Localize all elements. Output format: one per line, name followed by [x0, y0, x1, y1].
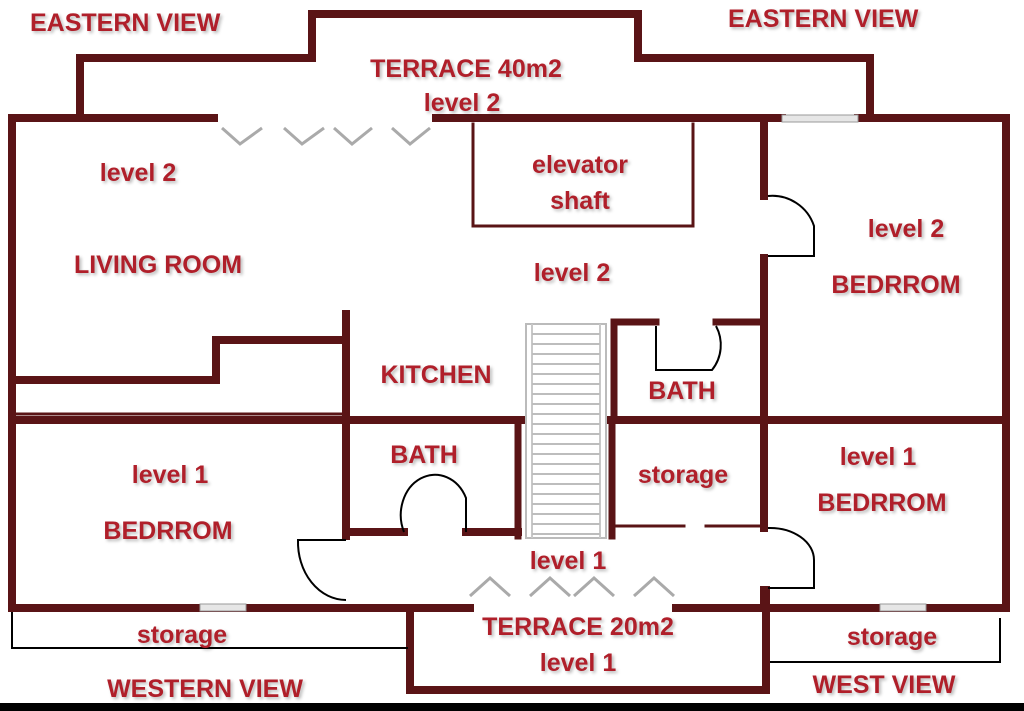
storage-left-outline	[11, 612, 408, 649]
folding-door-top[interactable]	[221, 126, 263, 146]
window-icon	[781, 114, 859, 123]
label-bedroom-left-level: level 1	[131, 461, 209, 489]
wall-elevator-shaft	[471, 122, 695, 228]
label-terrace-bottom: TERRACE 20m2	[482, 613, 674, 641]
door-swing-icon[interactable]	[399, 473, 467, 533]
label-storage-left: storage	[136, 621, 228, 649]
folding-door-bottom[interactable]	[632, 575, 676, 598]
label-terrace-bottom-level: level 1	[539, 649, 617, 677]
label-living-level: level 2	[99, 159, 177, 187]
label-western-view: WESTERN VIEW	[107, 675, 303, 703]
wall-living-step	[8, 336, 348, 384]
label-west-view: WEST VIEW	[812, 671, 956, 699]
label-bedroom-right-level: level 1	[839, 443, 917, 471]
folding-door-top[interactable]	[333, 126, 373, 146]
door-swing-icon[interactable]	[767, 526, 816, 589]
stairs-icon	[525, 323, 607, 539]
bottom-bar	[0, 703, 1024, 711]
door-swing-icon[interactable]	[767, 194, 815, 257]
folding-door-bottom[interactable]	[572, 575, 616, 598]
label-elevator-shaft-1: elevator	[532, 151, 628, 179]
folding-door-bottom[interactable]	[528, 575, 572, 598]
folding-door-icon	[221, 126, 676, 598]
label-hall-level1: level 1	[529, 547, 607, 575]
folding-door-bottom[interactable]	[468, 575, 512, 598]
label-bath-upper: BATH	[648, 377, 716, 405]
window-icon	[199, 603, 247, 612]
wall-upper-bath	[610, 318, 660, 424]
label-bedroom-top: BEDRROM	[831, 271, 961, 299]
label-terrace-top-level: level 2	[423, 89, 501, 117]
label-bedroom-left: BEDRROM	[103, 517, 233, 545]
window-icon	[199, 114, 927, 612]
door-swing-icon[interactable]	[655, 325, 722, 371]
label-hall-level2: level 2	[533, 259, 611, 287]
walls	[8, 10, 1010, 694]
storage-right-outline	[770, 618, 1001, 663]
label-bedroom-right: BEDRROM	[817, 489, 947, 517]
wall-terrace-top	[76, 10, 874, 122]
label-eastern-view-left: EASTERN VIEW	[30, 9, 221, 37]
window-icon	[879, 603, 927, 612]
folding-door-top[interactable]	[283, 126, 325, 146]
label-eastern-view-right: EASTERN VIEW	[728, 5, 919, 33]
door-swing-icon[interactable]	[296, 539, 347, 601]
outdoor-outlines	[11, 612, 1001, 663]
label-kitchen: KITCHEN	[380, 361, 492, 389]
label-bath-lower: BATH	[390, 441, 458, 469]
label-bedroom-top-level: level 2	[867, 215, 945, 243]
label-terrace-top: TERRACE 40m2	[370, 55, 562, 83]
label-storage-mid: storage	[637, 461, 729, 489]
wall-terrace-bottom	[406, 586, 770, 694]
door-swing-icon	[296, 194, 816, 601]
label-elevator-shaft-2: shaft	[550, 187, 610, 215]
folding-door-top[interactable]	[391, 126, 431, 146]
label-living-room: LIVING ROOM	[73, 251, 243, 279]
label-storage-right: storage	[846, 623, 938, 651]
stairs-outline	[525, 323, 607, 539]
